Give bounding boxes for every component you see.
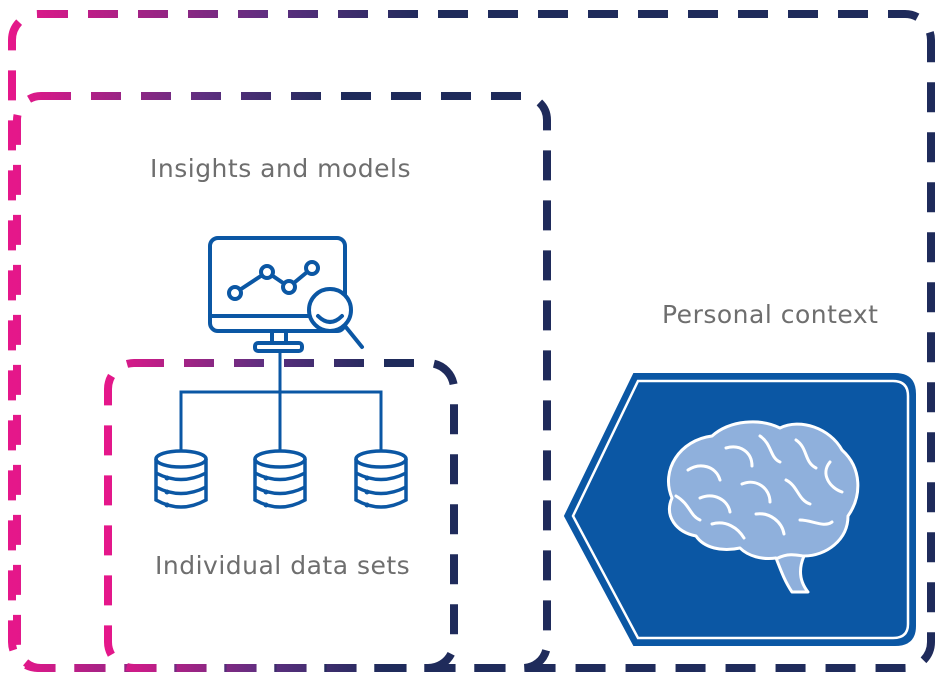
personal-context-label: Personal context	[662, 300, 879, 329]
insights-label: Insights and models	[150, 154, 412, 183]
brain-icon	[666, 420, 860, 594]
datasets-frame	[104, 359, 458, 672]
connector-lines	[179, 351, 383, 450]
outer-context-frame	[8, 10, 935, 672]
individual-datasets-label: Individual data sets	[155, 551, 411, 580]
database-icon	[154, 449, 208, 509]
database-icon	[354, 449, 408, 509]
magnifier-icon	[307, 287, 364, 349]
monitor-chart-icon	[208, 236, 347, 353]
database-icon	[253, 449, 307, 509]
